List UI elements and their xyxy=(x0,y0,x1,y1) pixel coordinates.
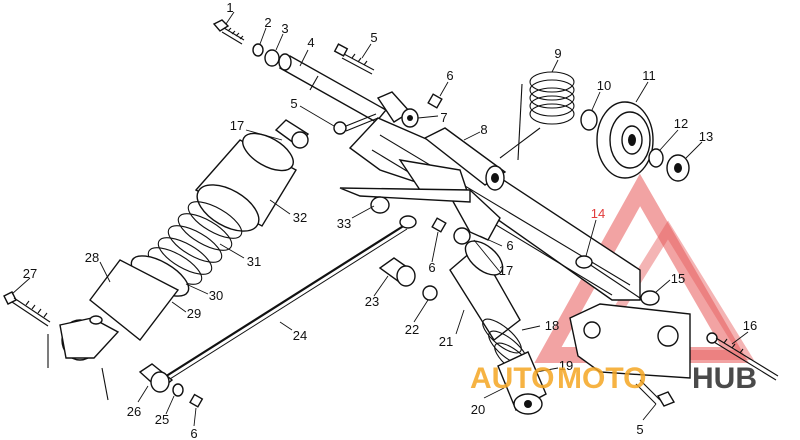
callout-6-mid: 6 xyxy=(428,260,435,275)
front-shock-absorber xyxy=(449,227,547,415)
callout-27: 27 xyxy=(23,266,37,281)
watermark-text: AUTO MOTO HUB xyxy=(470,362,757,395)
bushing-part-23 xyxy=(378,257,416,287)
bushing-part-26 xyxy=(138,363,174,393)
bolt-part-27 xyxy=(3,291,51,327)
callout-9: 9 xyxy=(554,46,561,61)
callout-14: 14 xyxy=(591,206,605,221)
shaft-part-4 xyxy=(278,53,388,123)
callout-4: 4 xyxy=(307,35,314,50)
callout-2: 2 xyxy=(264,15,271,30)
nut-part-6-bottom xyxy=(189,393,204,408)
bolt-part-5-top xyxy=(333,43,375,75)
washer-part-7 xyxy=(401,108,419,128)
washer-part-3 xyxy=(264,49,280,67)
callout-8: 8 xyxy=(480,122,487,137)
callout-20: 20 xyxy=(471,402,485,417)
washer-part-12 xyxy=(648,148,664,168)
callout-28: 28 xyxy=(85,250,99,265)
callout-18: 18 xyxy=(545,318,559,333)
callout-5-top: 5 xyxy=(370,30,377,45)
washer-part-22 xyxy=(422,285,438,301)
bolt-part-16 xyxy=(706,332,779,381)
callout-5-mid: 5 xyxy=(290,96,297,111)
washer-part-2 xyxy=(252,43,264,57)
callout-5-bottom: 5 xyxy=(636,422,643,437)
idler-wheel-part-11 xyxy=(596,101,654,179)
callout-25: 25 xyxy=(155,412,169,427)
bolt-part-1 xyxy=(212,19,245,45)
callout-17-right: 17 xyxy=(499,263,513,278)
callout-labels: 1 2 3 4 5 6 5 7 8 9 10 11 12 13 14 15 16… xyxy=(23,0,757,440)
callout-13: 13 xyxy=(699,129,713,144)
callout-22: 22 xyxy=(405,322,419,337)
watermark-moto: MOTO xyxy=(557,362,646,395)
swing-arm-frame xyxy=(339,91,641,301)
bolt-part-5-bottom xyxy=(635,379,676,407)
watermark-auto: AUTO xyxy=(470,362,554,395)
spacer-part-15 xyxy=(640,290,660,306)
callout-10: 10 xyxy=(597,78,611,93)
rear-shock-absorber xyxy=(47,119,310,401)
callout-31: 31 xyxy=(247,254,261,269)
link-rod-part-24 xyxy=(159,196,417,385)
callout-19: 19 xyxy=(559,358,573,373)
torsion-spring-part-9 xyxy=(499,71,575,161)
callout-6-right: 6 xyxy=(506,238,513,253)
bushing-part-33 xyxy=(370,196,390,214)
watermark-hub: HUB xyxy=(692,362,757,395)
washer-part-25 xyxy=(172,383,184,397)
callout-6-bottom: 6 xyxy=(190,426,197,440)
callout-12: 12 xyxy=(674,116,688,131)
nut-part-6-mid xyxy=(431,217,447,233)
leader-lines xyxy=(11,11,749,427)
washer-part-10 xyxy=(580,109,598,131)
nut-part-13 xyxy=(666,154,690,182)
callout-33: 33 xyxy=(337,216,351,231)
callout-17-left: 17 xyxy=(230,118,244,133)
callout-15: 15 xyxy=(671,271,685,286)
sleeve-part-8 xyxy=(423,127,507,191)
nut-part-6-top xyxy=(427,93,443,109)
callout-23: 23 xyxy=(365,294,379,309)
callout-6-top: 6 xyxy=(446,68,453,83)
callout-3: 3 xyxy=(281,21,288,36)
callout-1: 1 xyxy=(226,0,233,15)
callout-32: 32 xyxy=(293,210,307,225)
rear-bracket xyxy=(569,255,691,379)
callout-7: 7 xyxy=(440,110,447,125)
bolt-part-5-middle xyxy=(333,113,379,135)
callout-26: 26 xyxy=(127,404,141,419)
callout-30: 30 xyxy=(209,288,223,303)
callout-11: 11 xyxy=(642,68,656,83)
callout-24: 24 xyxy=(293,328,307,343)
callout-21: 21 xyxy=(439,334,453,349)
callout-29: 29 xyxy=(187,306,201,321)
pin-part-14 xyxy=(575,255,593,269)
callout-16: 16 xyxy=(743,318,757,333)
